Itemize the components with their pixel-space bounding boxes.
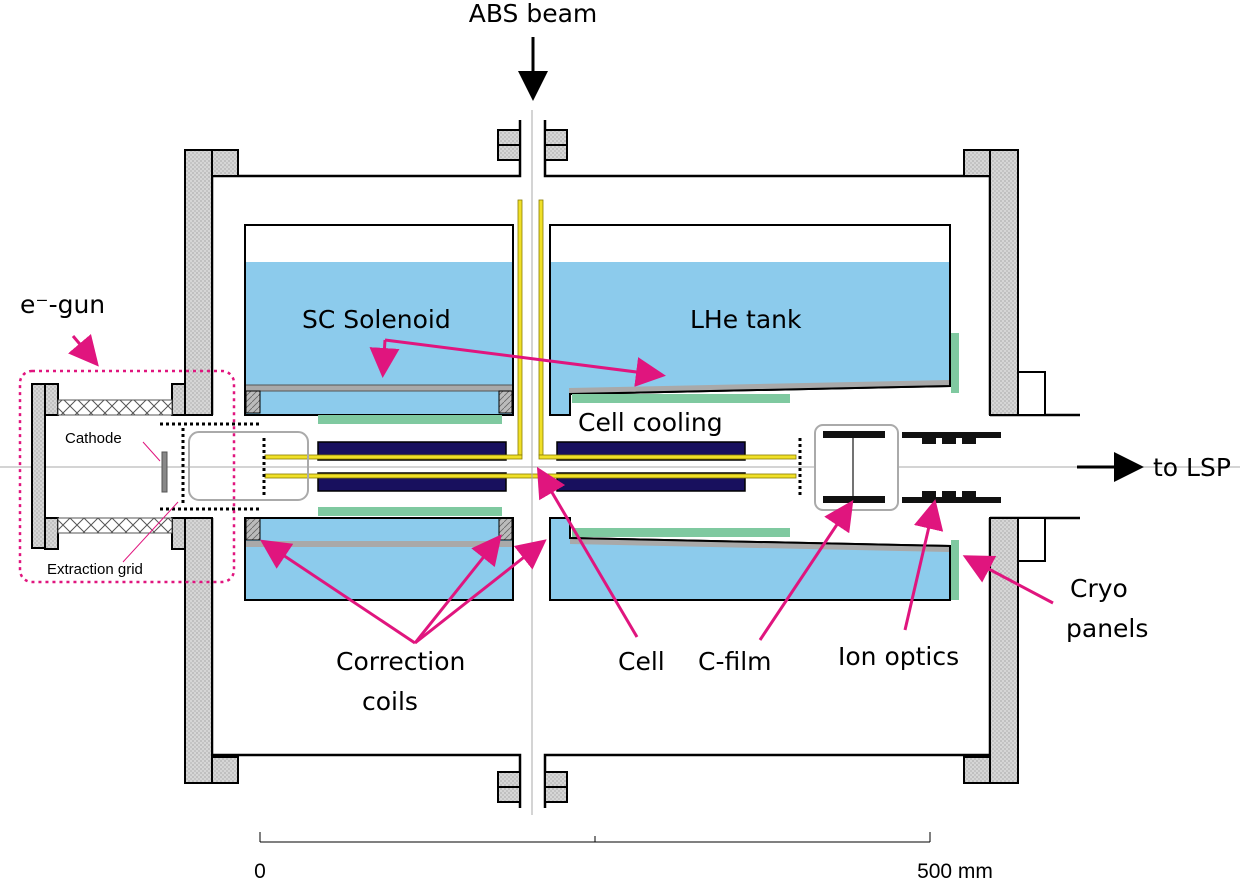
egun-label: e⁻-gun bbox=[20, 290, 105, 319]
cell-label: Cell bbox=[618, 647, 665, 676]
scale-start-label: 0 bbox=[254, 860, 266, 881]
sc-solenoid-label: SC Solenoid bbox=[302, 305, 451, 334]
cryo-panel bbox=[318, 415, 502, 424]
ion-optics-label: Ion optics bbox=[838, 642, 959, 671]
thin-pink-lines bbox=[122, 441, 179, 563]
cryo-panels-label-2: panels bbox=[1066, 614, 1148, 643]
vacuum-chamber bbox=[210, 120, 1080, 808]
cryo-panel bbox=[572, 394, 790, 403]
lhe-tank-left-bottom bbox=[244, 517, 514, 601]
ion-optics bbox=[902, 432, 1001, 503]
lhe-tank-right-bottom bbox=[549, 517, 959, 601]
abs-port-flanges bbox=[497, 129, 568, 803]
scale-bar bbox=[259, 832, 931, 843]
electron-gun bbox=[31, 383, 309, 550]
cryo-panels-label-1: Cryo bbox=[1070, 574, 1128, 603]
cathode-label: Cathode bbox=[65, 430, 122, 447]
extraction-grid-label: Extraction grid bbox=[47, 561, 143, 578]
c-film-label: C-film bbox=[698, 647, 772, 676]
left-flanges bbox=[171, 149, 239, 784]
c-film-assembly bbox=[814, 424, 899, 511]
correction-coils-label-2: coils bbox=[362, 687, 418, 716]
to-lsp-label: to LSP bbox=[1153, 453, 1231, 482]
cryo-panel bbox=[318, 507, 502, 516]
cryo-panel bbox=[572, 528, 790, 537]
lhe-tank-label: LHe tank bbox=[690, 305, 802, 334]
black-arrows bbox=[518, 37, 1144, 482]
pink-arrows bbox=[68, 333, 1054, 645]
abs-beam-label: ABS beam bbox=[469, 0, 598, 28]
correction-coils-label-1: Correction bbox=[336, 647, 465, 676]
storage-cell bbox=[264, 199, 797, 479]
lhe-tank-left-top bbox=[244, 224, 514, 416]
dotted-grids bbox=[160, 422, 802, 511]
egun-outline bbox=[18, 369, 236, 584]
scale-end-label: 500 mm bbox=[917, 860, 993, 881]
cell-cooling-label: Cell cooling bbox=[578, 408, 723, 437]
right-flanges bbox=[963, 149, 1046, 784]
